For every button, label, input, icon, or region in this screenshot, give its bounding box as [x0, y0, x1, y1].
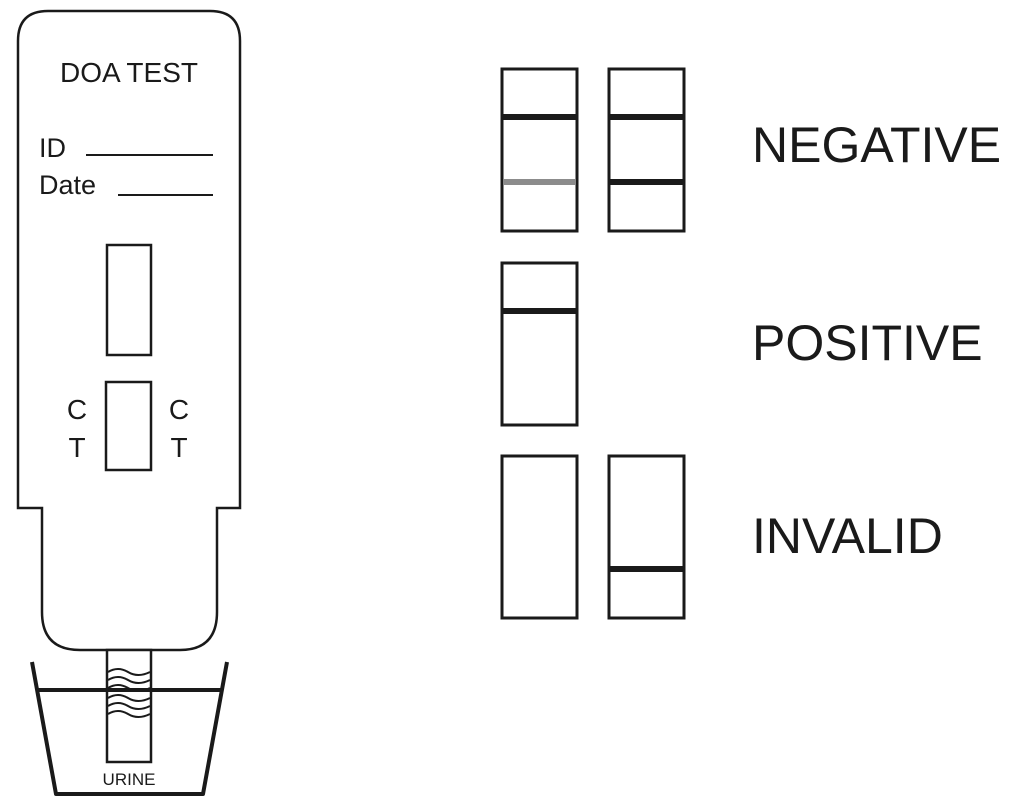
wave-line: [107, 684, 151, 692]
urine-cup: [30, 661, 229, 796]
wave-line: [107, 668, 151, 676]
invalid-example-2: [607, 454, 686, 620]
result-strip: [607, 67, 686, 233]
positive-example: [500, 261, 579, 427]
result-strip: [500, 454, 579, 620]
negative-example-2: [607, 67, 686, 233]
invalid-example-1: [500, 454, 579, 620]
result-window: [104, 380, 153, 472]
window-left-t-label: T: [68, 432, 85, 463]
id-label: ID: [39, 133, 66, 163]
result-strip: [607, 454, 686, 620]
wave-line: [107, 710, 151, 718]
wave-line: [107, 676, 151, 684]
wave-line: [107, 694, 151, 702]
positive-label: POSITIVE: [752, 315, 983, 371]
window-left-c-label: C: [67, 394, 87, 425]
device-title: DOA TEST: [60, 57, 198, 88]
date-label: Date: [39, 170, 96, 200]
sample-well: [105, 243, 153, 357]
wave-line: [107, 702, 151, 710]
result-strip: [500, 261, 579, 427]
result-strip: [500, 67, 579, 233]
urine-label: URINE: [103, 770, 156, 789]
negative-example-1: [500, 67, 579, 233]
window-right-c-label: C: [169, 394, 189, 425]
wicking-wave-lines: [107, 668, 151, 718]
negative-label: NEGATIVE: [752, 117, 1001, 173]
window-right-t-label: T: [170, 432, 187, 463]
invalid-label: INVALID: [752, 508, 943, 564]
